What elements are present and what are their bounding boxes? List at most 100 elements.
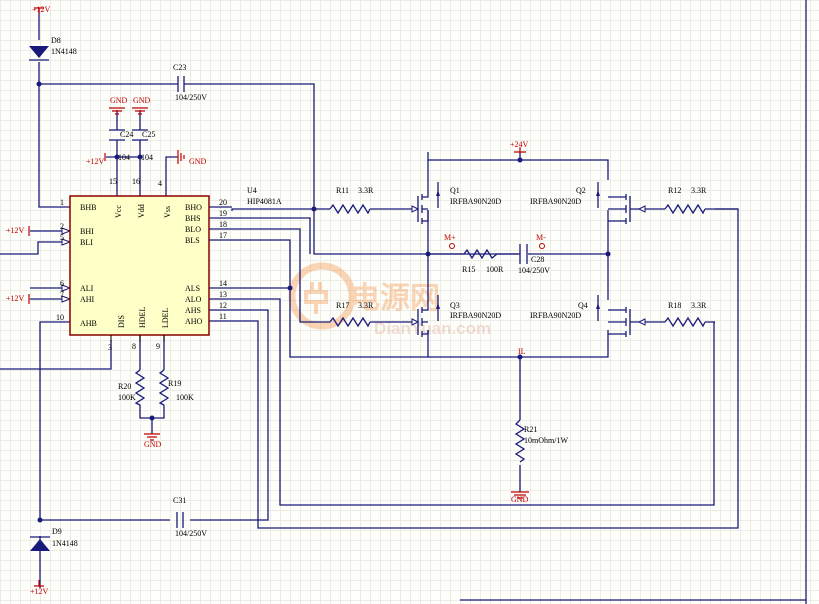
label-schematic-diodes-0-part: 1N4148 [51, 47, 77, 56]
label-schematic-u4-right_pins-5-num: 13 [219, 290, 227, 299]
mosfet-q2: Q2 IRFBA90N20D [530, 182, 646, 224]
label-schematic-resistors-4-ref: R18 [668, 301, 681, 310]
label-schematic-u4-right_pins-7-num: 11 [219, 312, 227, 321]
capacitor-c31: C31 104/250V [173, 496, 207, 538]
u4-part: HIP4081A [247, 197, 282, 206]
label-schematic-mosfets-0-ref: Q1 [450, 186, 460, 195]
u4-chip: U4 HIP4081A 1 BHB 2 BHI 5 BLI 6 ALI 7 AH… [56, 177, 282, 352]
resistor-r19: R19 100K [158, 369, 194, 406]
mosfet-q4: Q4 IRFBA90N20D [530, 295, 646, 337]
label-schematic-resistors-4-value: 3.3R [691, 301, 707, 310]
label-schematic-u4-left_pins-4-num: 7 [60, 290, 64, 299]
label-schematic-u4-top_pins-1-num: 16 [132, 177, 140, 186]
label-schematic-mosfets-3-ref: Q4 [578, 301, 588, 310]
d8-supply-label: +12V [32, 5, 51, 14]
label-schematic-resistors-1-ref: R12 [668, 186, 681, 195]
label-schematic-resistors-6-value: 100K [118, 393, 136, 402]
resistor-r12: R12 3.3R [664, 186, 707, 215]
capacitor-c24: C24 104 [109, 129, 133, 162]
ahi-supply-label: +12V [6, 294, 25, 303]
resistor-r17: R17 3.3R [329, 301, 374, 328]
label-schematic-u4-left_pins-2-num: 5 [60, 233, 64, 242]
label-schematic-capacitors-0-ref: C23 [173, 63, 186, 72]
label-schematic-capacitors-3-value: 104/250V [518, 266, 550, 275]
pin-dis: DIS [117, 315, 126, 328]
label-schematic-u4-left_pins-1-num: 2 [60, 222, 64, 231]
net-labels: M+ M- IL [444, 233, 546, 356]
net-m-minus: M- [536, 233, 546, 242]
diode-d9: D9 1N4148 [30, 527, 78, 551]
pin-vcc: Vcc [114, 205, 123, 218]
d9-supply-label: +12V [30, 587, 49, 596]
diode-d8: D8 1N4148 [29, 36, 77, 61]
label-schematic-u4-bottom_pins-1-num: 8 [132, 342, 136, 351]
label-schematic-resistors-3-ref: R17 [336, 301, 349, 310]
r21-gnd-label: GND [511, 495, 529, 504]
label-schematic-mosfets-2-ref: Q3 [450, 301, 460, 310]
label-schematic-resistors-3-value: 3.3R [358, 301, 374, 310]
label-schematic-mosfets-1-part: IRFBA90N20D [530, 197, 581, 206]
label-schematic-u4-top_pins-2-num: 4 [158, 179, 162, 188]
label-schematic-u4-bottom_pins-0-num: 3 [108, 343, 112, 352]
watermark: 电源网 DianYuan.com [288, 262, 491, 338]
vcc-supply-label: +12V [86, 157, 105, 166]
pin-alo: ALO [185, 295, 202, 304]
label-schematic-diodes-1-ref: D9 [52, 527, 62, 536]
resistor-r20: R20 100K [118, 369, 146, 406]
mosfet-q3: Q3 IRFBA90N20D [411, 295, 501, 337]
label-schematic-resistors-7-ref: R21 [524, 425, 537, 434]
label-schematic-u4-right_pins-1-num: 19 [219, 209, 227, 218]
pin-ahi: AHI [80, 295, 95, 304]
bhi-supply-label: +12V [6, 226, 25, 235]
label-schematic-u4-top_pins-0-num: 15 [109, 177, 117, 186]
label-schematic-mosfets-2-part: IRFBA90N20D [450, 311, 501, 320]
bridge-supply-label: +24V [510, 140, 529, 149]
label-schematic-u4-right_pins-0-num: 20 [219, 198, 227, 207]
label-schematic-resistors-5-value: 100K [176, 393, 194, 402]
pin-bhs: BHS [185, 214, 201, 223]
pin-bhb: BHB [80, 203, 96, 212]
c24-gnd-label: GND [110, 96, 128, 105]
vss-gnd-label: GND [189, 157, 207, 166]
capacitor-c23: C23 104/250V [172, 63, 207, 102]
label-schematic-capacitors-1-ref: C24 [120, 130, 133, 139]
label-schematic-resistors-0-value: 3.3R [358, 186, 374, 195]
label-schematic-diodes-1-part: 1N4148 [52, 539, 78, 548]
capacitor-c25: C25 104 [132, 129, 155, 162]
pin-als: ALS [185, 284, 200, 293]
pin-ahb: AHB [80, 319, 97, 328]
label-schematic-u4-left_pins-0-num: 1 [60, 198, 64, 207]
resistor-r15: R15 100R [462, 248, 504, 274]
label-schematic-mosfets-3-part: IRFBA90N20D [530, 311, 581, 320]
resistor-r18: R18 3.3R [664, 301, 707, 328]
label-schematic-resistors-6-ref: R20 [118, 382, 131, 391]
pin-vdd: Vdd [137, 204, 146, 218]
label-schematic-resistors-2-value: 100R [486, 265, 504, 274]
label-schematic-mosfets-0-part: IRFBA90N20D [450, 197, 501, 206]
label-schematic-resistors-5-ref: R19 [168, 379, 181, 388]
label-schematic-mosfets-1-ref: Q2 [576, 186, 586, 195]
label-schematic-capacitors-0-value: 104/250V [175, 93, 207, 102]
pin-ahs: AHS [185, 306, 201, 315]
label-schematic-u4-left_pins-3-num: 6 [60, 279, 64, 288]
label-schematic-capacitors-3-ref: C28 [531, 255, 544, 264]
pin-bls: BLS [185, 236, 200, 245]
label-schematic-u4-bottom_pins-2-num: 9 [156, 342, 160, 351]
pin-blo: BLO [185, 225, 201, 234]
label-schematic-capacitors-2-ref: C25 [142, 130, 155, 139]
label-schematic-u4-right_pins-6-num: 12 [219, 301, 227, 310]
label-schematic-capacitors-4-value: 104/250V [175, 529, 207, 538]
label-schematic-capacitors-1-value: 104 [118, 153, 130, 162]
resistor-r11: R11 3.3R [329, 186, 374, 215]
pin-bli: BLI [80, 238, 93, 247]
mosfet-q1: Q1 IRFBA90N20D [411, 180, 501, 224]
net-m-plus: M+ [444, 233, 456, 242]
u4-ref: U4 [247, 186, 257, 195]
label-schematic-capacitors-2-value: 104 [141, 153, 153, 162]
label-schematic-resistors-0-ref: R11 [336, 186, 349, 195]
pin-vss: Vss [163, 206, 172, 218]
pin-ali: ALI [80, 284, 94, 293]
c25-gnd-label: GND [133, 96, 151, 105]
label-schematic-capacitors-4-ref: C31 [173, 496, 186, 505]
